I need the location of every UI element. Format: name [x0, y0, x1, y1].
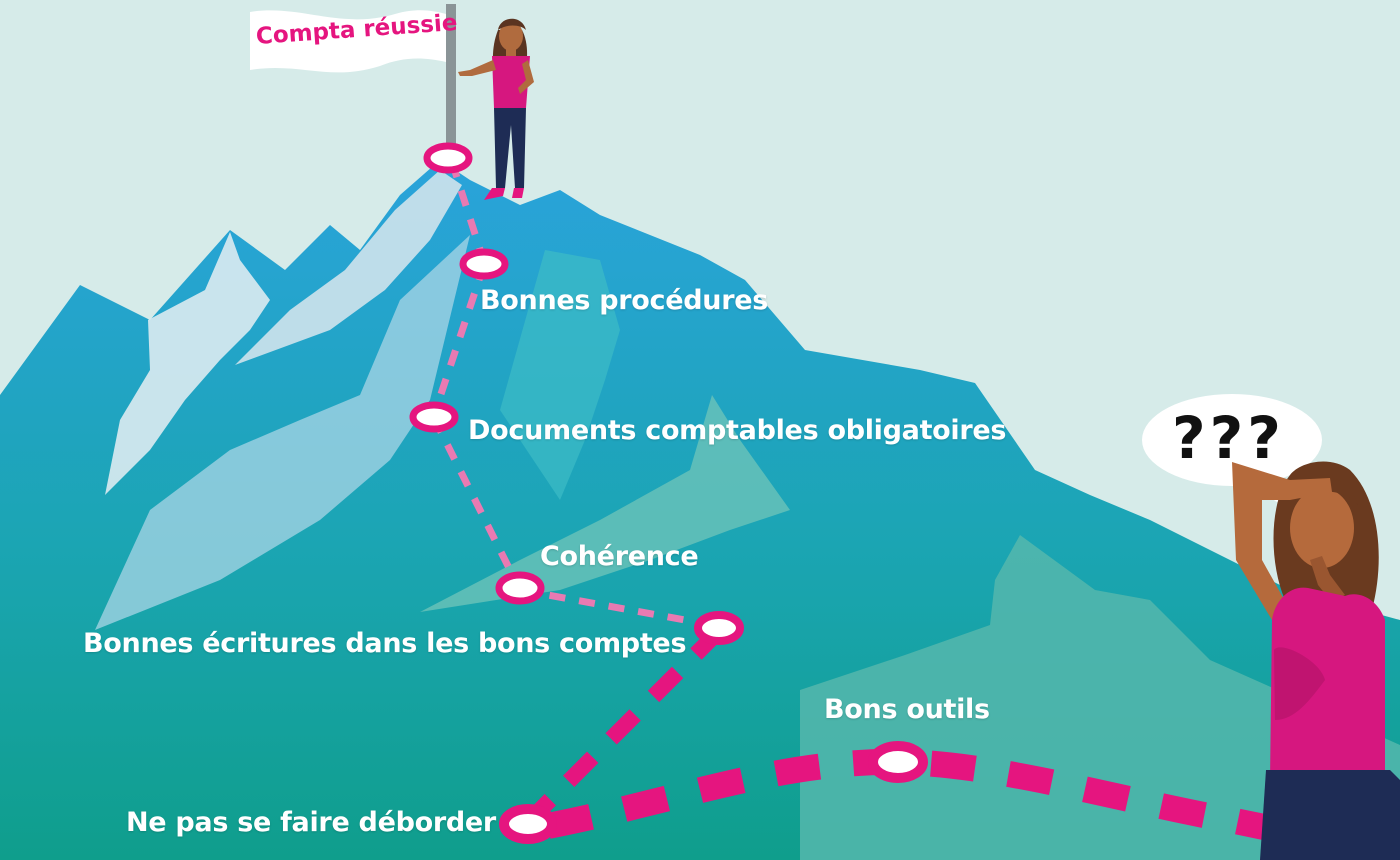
ring-ne-pas-deborder — [499, 804, 557, 844]
light-face-center — [95, 235, 470, 630]
milestone-documents-comptables: Documents comptables obligatoires — [468, 415, 1007, 446]
ring-bonnes-ecritures — [694, 611, 744, 645]
ring-summit — [423, 142, 473, 174]
milestone-bons-outils: Bons outils — [824, 694, 990, 725]
snow-face-left — [105, 232, 270, 495]
flag-cloth — [250, 10, 446, 73]
thought-bubble-text: ??? — [1172, 404, 1285, 472]
thinking-woman — [1232, 461, 1400, 860]
path-upper — [430, 160, 719, 630]
milestone-bonnes-ecritures: Bonnes écritures dans les bons comptes — [83, 628, 687, 659]
summit-woman — [458, 18, 534, 200]
path-lower — [522, 624, 1400, 860]
teal-face-lower — [420, 395, 790, 612]
milestone-ne-pas-deborder: Ne pas se faire déborder — [126, 807, 496, 838]
ring-coherence — [495, 571, 545, 605]
ring-bonnes-procedures — [459, 248, 509, 280]
milestone-coherence: Cohérence — [540, 541, 699, 572]
ring-documents — [409, 401, 459, 433]
mountain-right-ridge — [800, 535, 1400, 860]
ring-bons-outils — [868, 741, 928, 783]
snow-face-upper — [235, 170, 462, 365]
milestone-bonnes-procedures: Bonnes procédures — [480, 285, 769, 316]
teal-face-center — [500, 250, 620, 500]
milestone-rings — [409, 142, 928, 844]
flag-pole — [446, 4, 456, 158]
